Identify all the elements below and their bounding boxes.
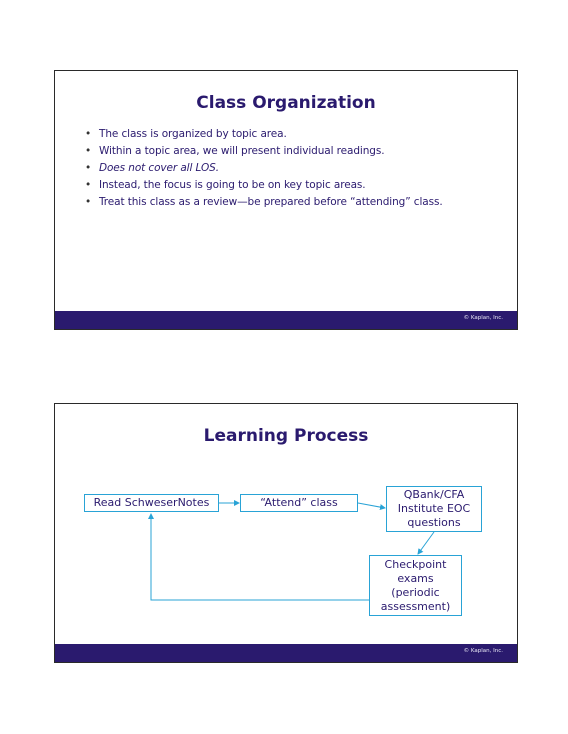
flow-box-label: Checkpoint exams (periodic assessment) bbox=[380, 557, 451, 613]
arrow-attend-to-qbank bbox=[357, 502, 386, 511]
copyright: © Kaplan, Inc. bbox=[463, 315, 503, 321]
bullet-item: Treat this class as a review—be prepared… bbox=[85, 194, 443, 211]
flow-box-read-notes: Read SchweserNotes bbox=[84, 494, 219, 512]
slide-title: Class Organization bbox=[196, 93, 376, 113]
slide-class-organization: Class Organization The class is organize… bbox=[54, 70, 518, 330]
arrow-qbank-to-checkpoint bbox=[417, 531, 435, 555]
copyright: © Kaplan, Inc. bbox=[463, 648, 503, 654]
flow-arrows bbox=[148, 500, 435, 601]
flow-box-qbank: QBank/CFA Institute EOC questions bbox=[386, 486, 482, 532]
bullet-item: Within a topic area, we will present ind… bbox=[85, 143, 443, 160]
footer-bar: © Kaplan, Inc. bbox=[55, 311, 517, 329]
bullet-item: The class is organized by topic area. bbox=[85, 126, 443, 143]
footer-bar: © Kaplan, Inc. bbox=[55, 644, 517, 662]
flow-box-label: Read SchweserNotes bbox=[93, 496, 210, 509]
slide-title: Learning Process bbox=[203, 426, 369, 446]
flow-box-attend-class: “Attend” class bbox=[240, 494, 358, 512]
flow-box-label: QBank/CFA Institute EOC questions bbox=[397, 488, 471, 529]
bullet-item: Does not cover all LOS. bbox=[85, 160, 443, 177]
slide-learning-process: Learning Process Read SchweserNotes “Att… bbox=[54, 403, 518, 663]
bullet-list: The class is organized by topic area. Wi… bbox=[85, 126, 443, 211]
flow-box-checkpoint-exams: Checkpoint exams (periodic assessment) bbox=[369, 555, 462, 616]
flow-box-label: “Attend” class bbox=[260, 496, 338, 509]
arrow-checkpoint-to-read bbox=[148, 513, 369, 601]
bullet-item: Instead, the focus is going to be on key… bbox=[85, 177, 443, 194]
